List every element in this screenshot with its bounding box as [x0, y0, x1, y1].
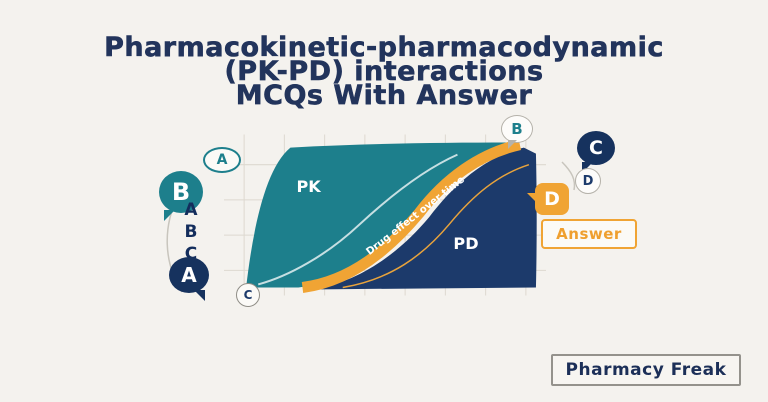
pk-area [246, 142, 509, 288]
option-a-badge-label: A [216, 152, 228, 168]
brand-badge-label: Pharmacy Freak [565, 360, 727, 380]
option-b-outline-bubble-label: B [511, 120, 523, 138]
pd-inner-curve [342, 163, 530, 289]
option-b-speech-bubble: B [159, 171, 203, 221]
answer-box: Answer [541, 219, 637, 249]
pd-label: PD [453, 234, 478, 253]
option-b-speech-bubble-label: B [171, 178, 191, 206]
page-title: Pharmacokinetic-pharmacodynamic (PK-PD) … [0, 32, 768, 111]
option-c-circle-badge-label: C [243, 288, 253, 302]
brand-badge: Pharmacy Freak [551, 354, 741, 386]
option-d-circle-badge: D [575, 168, 601, 194]
option-d-circle-badge-label: D [582, 173, 594, 189]
option-c-speech-bubble: C [577, 131, 615, 173]
answer-box-label: Answer [556, 225, 622, 243]
option-a-badge: A [203, 147, 241, 173]
option-c-circle-badge: C [236, 283, 260, 307]
stacked-letter-a: A [184, 200, 198, 220]
pk-inner-curve [257, 153, 458, 286]
option-d-speech-bubble-label: D [544, 188, 560, 210]
option-b-outline-bubble: B [501, 115, 533, 149]
title-line-2: (PK-PD) interactions [224, 56, 544, 87]
title-line-1: Pharmacokinetic-pharmacodynamic [104, 32, 664, 63]
stacked-letter-b: B [184, 222, 198, 242]
pk-pd-chart: PK PD Drug effect over time [224, 134, 546, 296]
pk-label: PK [296, 177, 321, 196]
pd-area [308, 147, 537, 290]
title-line-3: MCQs With Answer [235, 80, 533, 111]
option-c-speech-bubble-label: C [589, 137, 603, 159]
option-d-speech-bubble: D [527, 183, 569, 215]
drug-effect-band [301, 139, 522, 293]
option-a-speech-bubble-label: A [181, 263, 197, 287]
option-a-speech-bubble: A [169, 257, 209, 301]
